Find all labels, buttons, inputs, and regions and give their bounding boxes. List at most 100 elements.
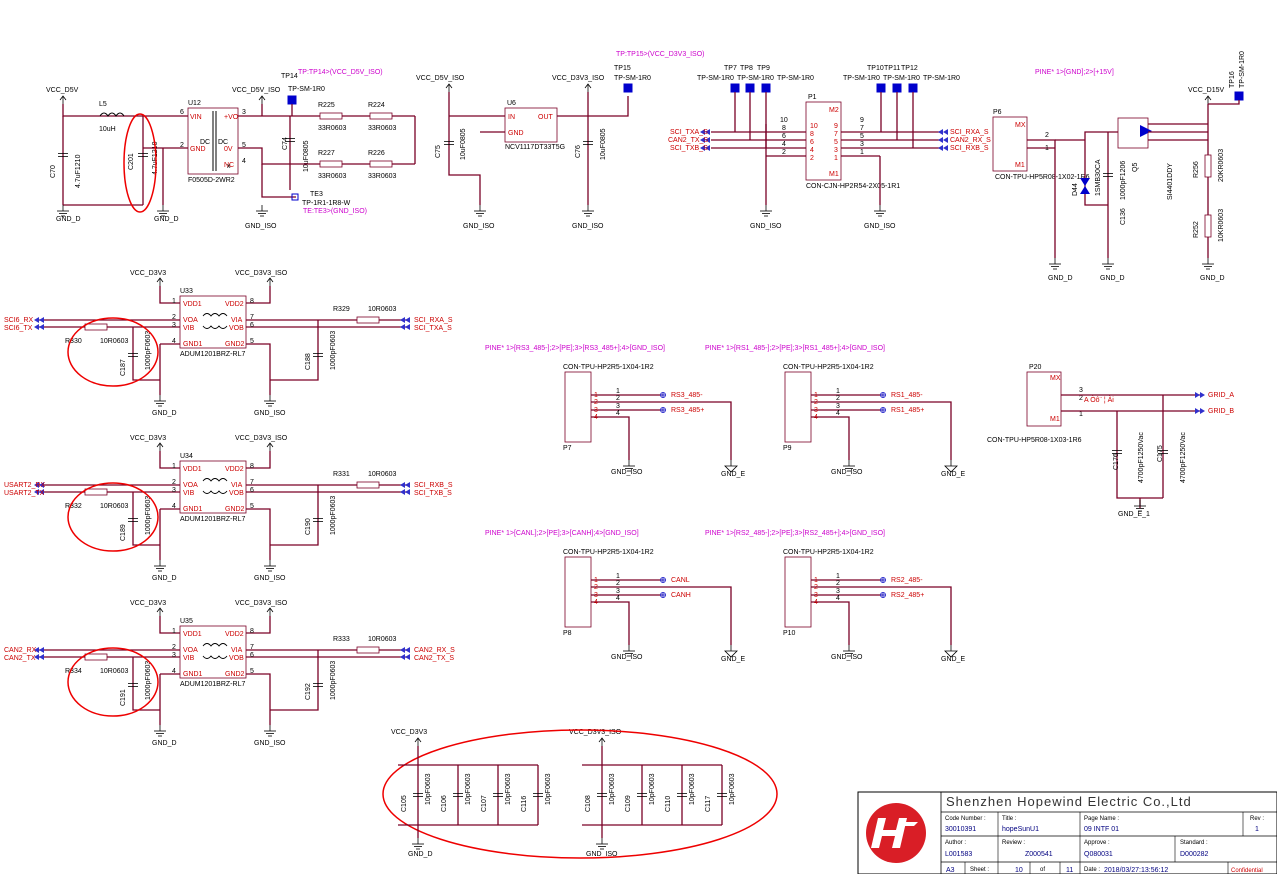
- q5-ref: Q5: [1132, 163, 1139, 172]
- gnd-label: GND_ISO: [611, 654, 643, 661]
- tp14-ref: TP14: [281, 73, 298, 80]
- pin-label: MX: [1050, 375, 1061, 382]
- pin-number: 3: [616, 403, 620, 410]
- pin-number: 4: [616, 410, 620, 417]
- pin-number: 3: [594, 407, 598, 414]
- gnd-e-label: GND_E: [941, 471, 965, 478]
- u12-part: F0505D-2WR2: [188, 177, 235, 184]
- pin-label: +VO: [224, 114, 239, 121]
- c136-value: 1000pF1206: [1120, 161, 1127, 200]
- power-input-section: VCC_D5V L5 10uH C70 4.7uF1210 C201 4.7uF…: [46, 87, 246, 223]
- field-label: of: [1040, 867, 1045, 873]
- connector-p10: PINE* 1>[RS2_485-];2>[PE];3>[RS2_485+];4…: [705, 530, 965, 663]
- pin-number: 1: [1079, 411, 1083, 418]
- testpoint-marker: [745, 83, 755, 93]
- port-arrow: [400, 647, 410, 653]
- r227-ref: R227: [318, 150, 335, 157]
- ldo-section: VCC_D5V_ISO C75 10uF0805 U6 NCV1117DT33T…: [416, 51, 705, 230]
- pin-label: MX: [1015, 122, 1026, 129]
- c76-ref: C76: [575, 145, 582, 158]
- port-arrow: [400, 482, 410, 488]
- te3-ref: TE3: [310, 191, 323, 198]
- gnd-e-label: GND_E: [941, 656, 965, 663]
- net-label: VCC_D3V3: [130, 435, 166, 442]
- cap-value: 10pF0603: [609, 773, 616, 805]
- cap-value: 1000pF0603: [145, 331, 152, 370]
- pin-number: 4: [814, 414, 818, 421]
- net-label: CAN2_TX_S: [668, 137, 708, 144]
- transformer-symbol: [202, 313, 228, 329]
- net-label: SCI_RXB_S: [950, 145, 989, 152]
- resistor-value: 10R0603: [368, 471, 397, 478]
- resistor-ref: R334: [65, 668, 82, 675]
- c70-ref: C70: [50, 165, 57, 178]
- pin-number: 8: [250, 628, 254, 635]
- pin-label: GND1: [183, 671, 203, 678]
- pin-number: 3: [814, 592, 818, 599]
- pin-number: 6: [810, 139, 814, 146]
- chip-part: ADUM1201BRZ-RL7: [180, 351, 245, 358]
- gnd-d-label: GND_D: [408, 851, 433, 858]
- resistor-ref: R331: [333, 471, 350, 478]
- field-label: Sheet :: [970, 867, 989, 873]
- gnd-e-label: GND_E: [721, 471, 745, 478]
- power-symbol: [156, 442, 164, 452]
- connector-part: CON-TPU-HP2R5-1X04-1R2: [783, 549, 874, 556]
- pin-number: 4: [172, 338, 176, 345]
- c176-ref: C176: [1113, 453, 1120, 470]
- pin-number: 5: [250, 503, 254, 510]
- connector-part: CON-TPU-HP2R5-1X04-1R2: [563, 364, 654, 371]
- pin-number: 1: [594, 392, 598, 399]
- field-label: Page Name :: [1084, 816, 1119, 822]
- author-value: L001583: [945, 851, 972, 858]
- connector-part: CON-TPU-HP2R5-1X04-1R2: [783, 364, 874, 371]
- net-label: CAN2_TX_S: [414, 655, 454, 662]
- gnd-label: GND_D: [152, 575, 177, 582]
- isolator-chip: [179, 295, 247, 349]
- wires: [623, 394, 732, 460]
- pin-number: 7: [834, 131, 838, 138]
- gnd-d-label: GND_D: [1048, 275, 1073, 282]
- pin-number: 6: [180, 109, 184, 116]
- pin-label: VDD2: [225, 466, 244, 473]
- port-arrow: [400, 654, 410, 660]
- net-label: CAN2_RX_S: [950, 137, 991, 144]
- pin-label: GND: [508, 130, 524, 137]
- gnd-label: GND_ISO: [254, 410, 286, 417]
- pin-number: 4: [616, 595, 620, 602]
- sheet-size: A3: [946, 867, 955, 874]
- tp15-ref: TP15: [614, 65, 631, 72]
- pin-number: 3: [172, 652, 176, 659]
- gnd-e-label: GND_E: [721, 656, 745, 663]
- gnd-iso-label: GND_ISO: [245, 223, 277, 230]
- pin-number: 4: [836, 410, 840, 417]
- p6-15v-section: PINE* 1>[GND];2>[+15V] P6 CON-TPU-HP5R08…: [992, 51, 1246, 282]
- net-label: SCI6_TX: [4, 325, 33, 332]
- confidential-mark: Confidential: [1231, 868, 1263, 874]
- net-label: VCC_D3V3_ISO: [235, 600, 288, 607]
- net-label: VCC_D3V3_ISO: [552, 75, 605, 82]
- field-label: Standard :: [1180, 840, 1208, 846]
- connector-ref: P9: [783, 445, 792, 452]
- gnd-iso-label: GND_ISO: [572, 223, 604, 230]
- net-label: SCI6_RX: [4, 317, 34, 324]
- testpoint-marker: [287, 95, 297, 105]
- cap-ref: C117: [705, 796, 712, 812]
- grid-b-label: GRID_B: [1208, 408, 1234, 415]
- pin-number: 4: [594, 414, 598, 421]
- pin-label: OUT: [538, 114, 554, 121]
- pin-label: VDD1: [183, 631, 202, 638]
- connector-ref: P8: [563, 630, 572, 637]
- connector-ref: P7: [563, 445, 572, 452]
- field-label: Approve :: [1084, 840, 1110, 846]
- pin-number: 2: [836, 395, 840, 402]
- tp8-ref: TP8: [740, 65, 753, 72]
- pin-number: 7: [250, 644, 254, 651]
- pin-number: 2: [814, 584, 818, 591]
- wires: [38, 616, 410, 725]
- resistor: [356, 646, 380, 654]
- title-block: Shenzhen Hopewind Electric Co.,Ltd Code …: [857, 791, 1277, 874]
- pin-number: 6: [250, 652, 254, 659]
- p6-connector: [992, 116, 1028, 172]
- p20-grid-section: P20 CON-TPU-HP5R08-1X03-1R6 MX M1 3 2 1 …: [987, 364, 1234, 518]
